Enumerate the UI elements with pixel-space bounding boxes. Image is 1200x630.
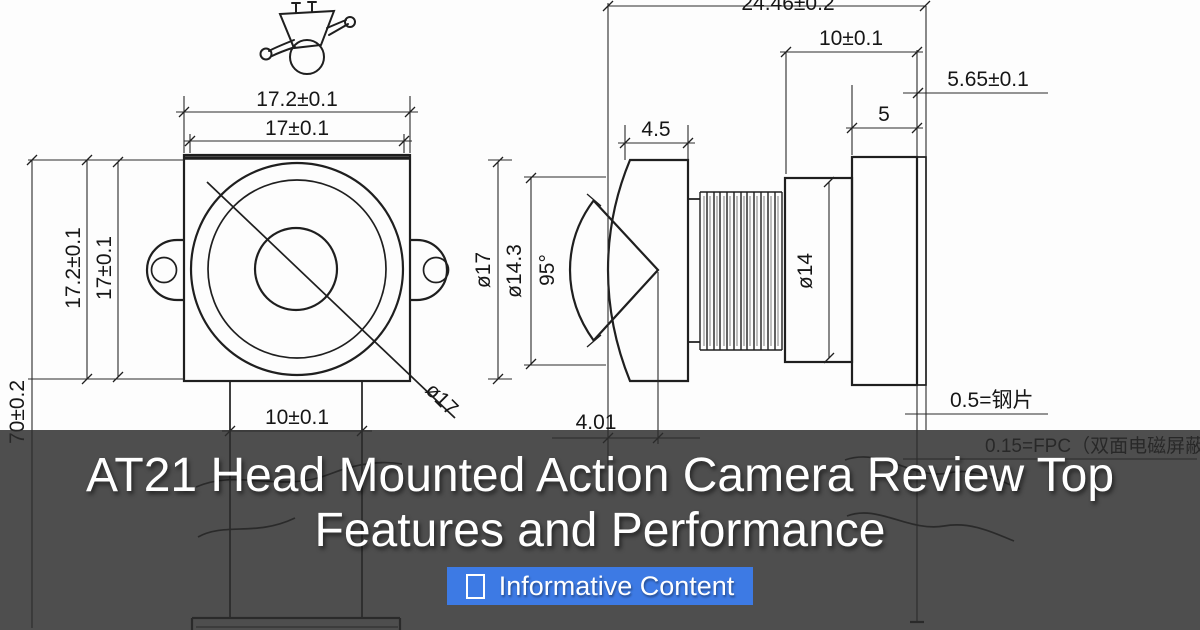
dim-side-lens-diameter: ø14.3 bbox=[503, 244, 526, 298]
dim-side-thread-diameter: ø14 bbox=[794, 253, 817, 290]
note-steel-sheet: 0.5=钢片 bbox=[950, 389, 1033, 412]
dim-front-top-outer: 17.2±0.1 bbox=[256, 88, 338, 111]
dim-front-left-outer: 17.2±0.1 bbox=[62, 227, 85, 309]
module-doodle-sketch bbox=[259, 1, 356, 75]
dim-front-left-inner: 17±0.1 bbox=[93, 236, 116, 300]
dim-front-height-overall: 70±0.2 bbox=[6, 380, 29, 444]
dim-side-back: 10±0.1 bbox=[819, 27, 883, 50]
dim-side-head: 4.5 bbox=[641, 118, 670, 141]
dim-front-lens-diameter: ø17 bbox=[421, 378, 463, 420]
dim-front-bottom-fpc: 10±0.1 bbox=[265, 406, 329, 429]
dim-side-overall: 24.46±0.2 bbox=[741, 0, 834, 15]
card-title: AT21 Head Mounted Action Camera Review T… bbox=[0, 448, 1200, 558]
dim-side-vertex: 4.01 bbox=[576, 411, 617, 434]
card-title-line2: Features and Performance bbox=[314, 504, 886, 557]
dim-front-top-inner: 17±0.1 bbox=[265, 117, 329, 140]
content-type-badge-label: Informative Content bbox=[498, 570, 735, 601]
front-view-dimensions: 17.2±0.1 17±0.1 17.2±0.1 17±0.1 70±0.2 1… bbox=[6, 88, 418, 628]
placeholder-box-icon bbox=[465, 573, 485, 599]
side-view-dimensions: 24.46±0.2 10±0.1 5 5.65±0.1 4.5 ø17 ø1 bbox=[472, 0, 1200, 460]
dim-side-flange: 5 bbox=[878, 103, 890, 126]
dim-side-fov-angle: 95° bbox=[536, 254, 559, 286]
content-type-badge[interactable]: Informative Content bbox=[447, 567, 753, 605]
dim-side-barrel-diameter: ø17 bbox=[472, 252, 495, 288]
dim-side-rear: 5.65±0.1 bbox=[947, 68, 1029, 91]
card-title-line1: AT21 Head Mounted Action Camera Review T… bbox=[85, 449, 1115, 502]
